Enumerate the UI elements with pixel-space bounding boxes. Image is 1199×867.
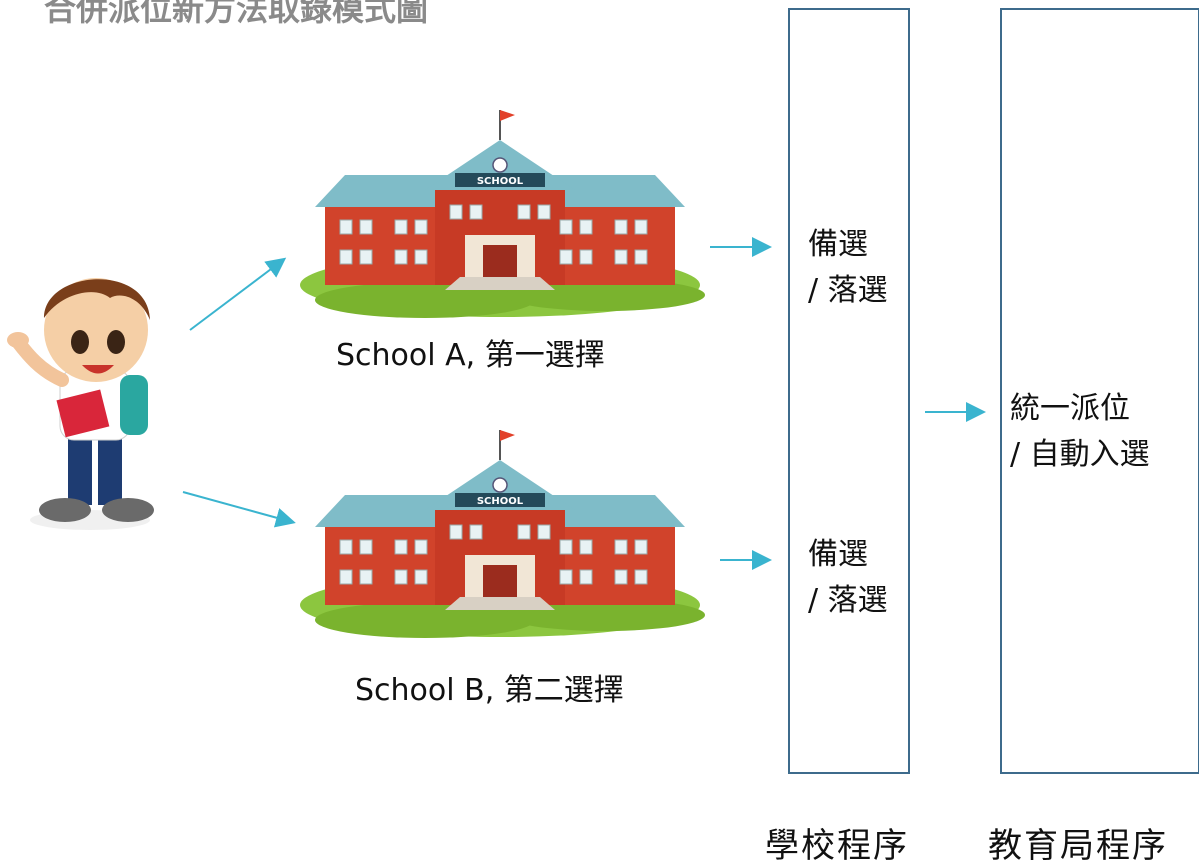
school-b-caption: School B, 第二選擇 xyxy=(355,673,624,708)
school-b-result-line1: 備選 xyxy=(808,537,868,572)
edb-result-line1: 統一派位 xyxy=(1010,391,1130,426)
school-process-box xyxy=(788,8,910,774)
school-b-sign: SCHOOL xyxy=(477,496,524,507)
school-a-result: 備選 / 落選 xyxy=(808,222,888,314)
school-b-result-line2: / 落選 xyxy=(808,583,888,618)
edb-result: 統一派位 / 自動入選 xyxy=(1010,386,1150,478)
school-a-result-line2: / 落選 xyxy=(808,273,888,308)
arrow-student-to-school-b xyxy=(182,491,296,528)
arrow-student-to-school-a xyxy=(189,257,287,331)
school-process-label: 學校程序 xyxy=(765,826,909,866)
school-a-sign: SCHOOL xyxy=(477,176,524,187)
edb-process-label: 教育局程序 xyxy=(988,826,1168,866)
school-a-illustration: SCHOOL xyxy=(299,109,706,319)
edb-process-box xyxy=(1000,8,1199,774)
school-b-illustration: SCHOOL xyxy=(299,429,706,639)
school-a-caption: School A, 第一選擇 xyxy=(336,338,605,373)
diagram-title: 合併派位新方法取錄模式圖 xyxy=(44,0,429,28)
edb-result-line2: / 自動入選 xyxy=(1010,437,1150,472)
student-illustration xyxy=(7,278,154,530)
school-a-result-line1: 備選 xyxy=(808,227,868,262)
school-b-result: 備選 / 落選 xyxy=(808,532,888,624)
